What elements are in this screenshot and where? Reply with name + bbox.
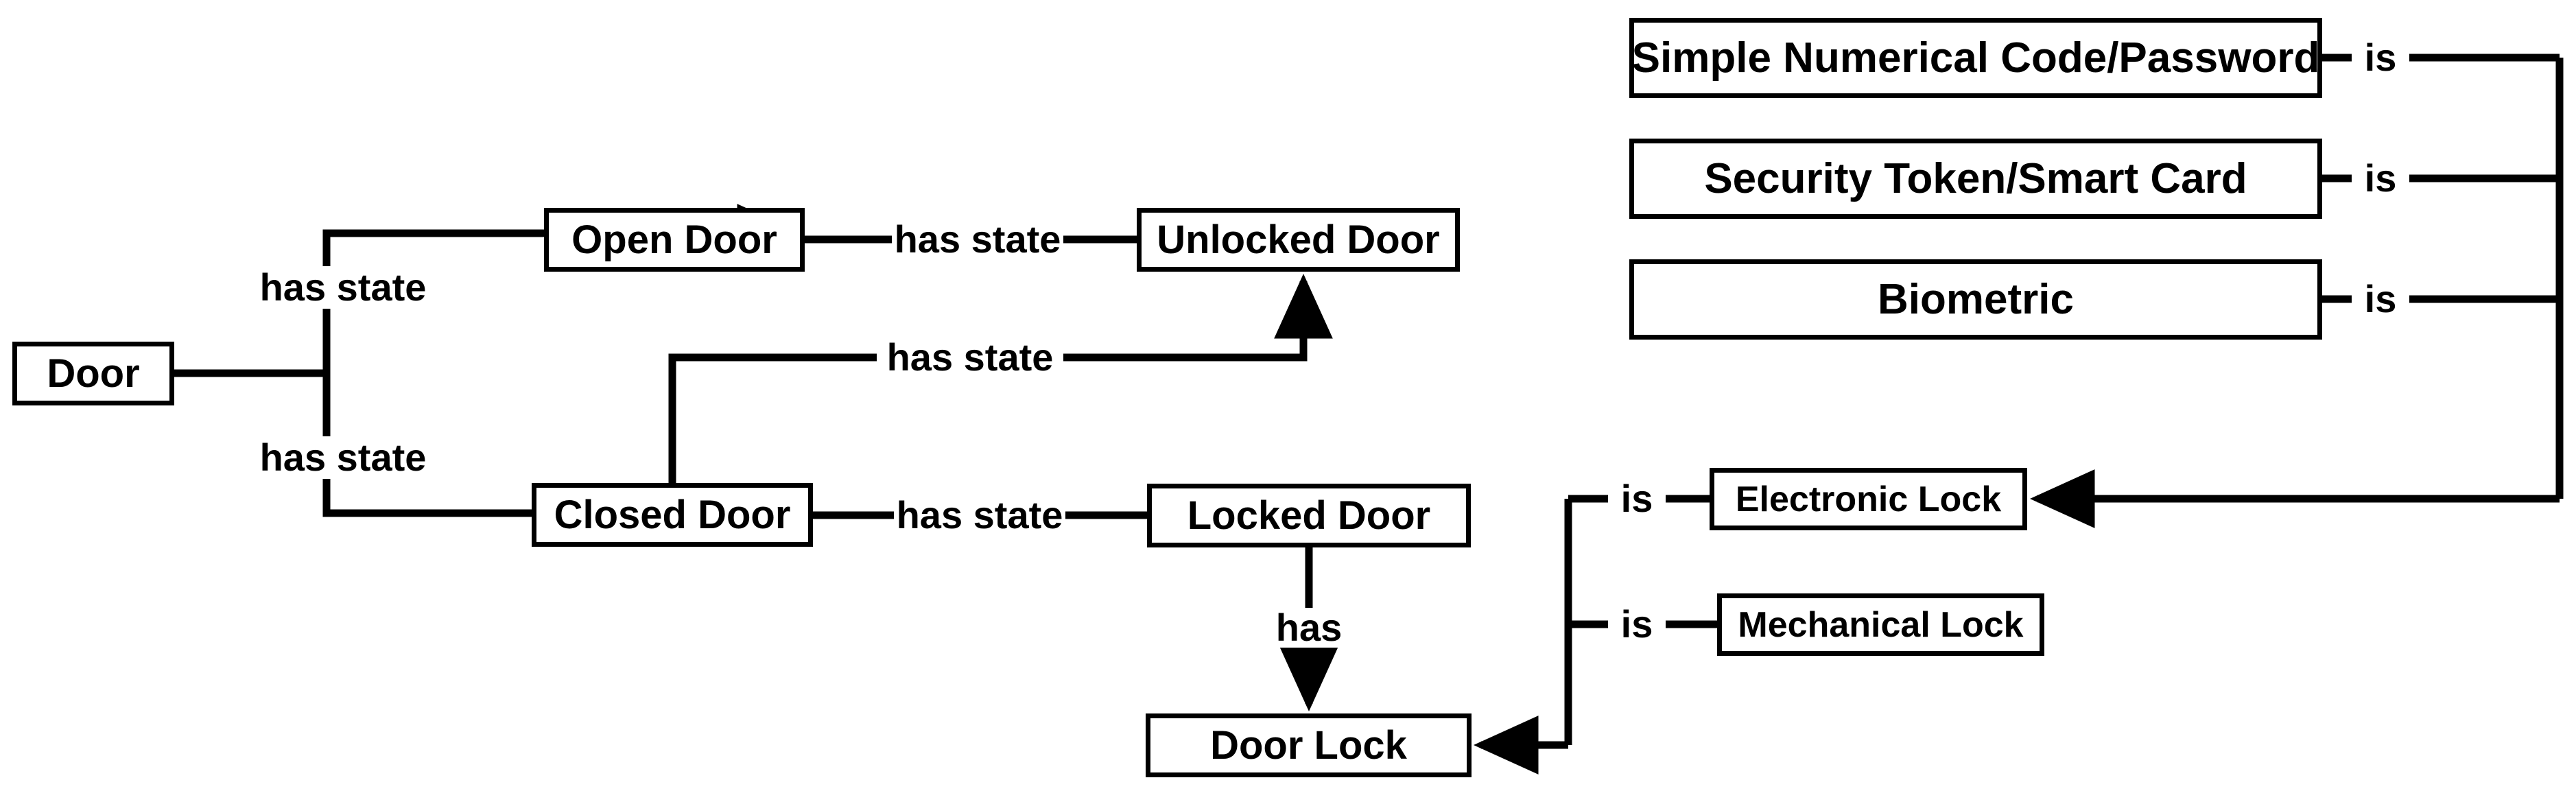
node-locked-door[interactable]: Locked Door	[1147, 484, 1471, 547]
node-closed-door-label: Closed Door	[554, 492, 791, 537]
node-electronic-lock-label: Electronic Lock	[1735, 479, 2002, 519]
node-security-token-smart-card[interactable]: Security Token/Smart Card	[1629, 139, 2322, 219]
edge-label-closed-has-state-unlocked: has state	[877, 336, 1063, 379]
edge-label-is-security-token: is	[2352, 158, 2409, 198]
node-door-label: Door	[47, 351, 140, 396]
edge-label-locked-has-doorlock: has	[1269, 608, 1349, 648]
node-unlocked-door[interactable]: Unlocked Door	[1137, 208, 1460, 272]
edge-label-is-simple-numerical-code: is	[2352, 38, 2409, 78]
node-security-token-smart-card-label: Security Token/Smart Card	[1704, 154, 2247, 202]
line-closed-to-unlocked	[668, 273, 1333, 483]
node-closed-door[interactable]: Closed Door	[532, 483, 813, 547]
edge-label-is-electronic-lock: is	[1608, 479, 1666, 519]
node-door-lock-label: Door Lock	[1210, 722, 1407, 768]
node-open-door[interactable]: Open Door	[544, 208, 805, 272]
edge-label-open-has-state-unlocked: has state	[892, 218, 1063, 261]
node-locked-door-label: Locked Door	[1187, 493, 1431, 538]
node-mechanical-lock[interactable]: Mechanical Lock	[1717, 593, 2044, 656]
node-biometric-label: Biometric	[1878, 275, 2074, 323]
node-door[interactable]: Door	[12, 342, 174, 405]
node-open-door-label: Open Door	[571, 217, 777, 262]
node-door-lock[interactable]: Door Lock	[1146, 713, 1472, 777]
edge-label-door-has-state-open: has state	[257, 266, 429, 309]
node-unlocked-door-label: Unlocked Door	[1157, 217, 1440, 262]
node-mechanical-lock-label: Mechanical Lock	[1738, 604, 2024, 645]
node-electronic-lock[interactable]: Electronic Lock	[1710, 468, 2027, 530]
node-biometric[interactable]: Biometric	[1629, 259, 2322, 340]
edge-label-is-mechanical-lock: is	[1608, 604, 1666, 644]
edge-label-door-has-state-closed: has state	[257, 436, 429, 479]
node-simple-numerical-code-password[interactable]: Simple Numerical Code/Password	[1629, 18, 2322, 98]
edge-label-closed-has-state-locked: has state	[894, 494, 1065, 536]
node-simple-numerical-code-password-label: Simple Numerical Code/Password	[1631, 34, 2320, 82]
edge-label-is-biometric: is	[2352, 279, 2409, 319]
